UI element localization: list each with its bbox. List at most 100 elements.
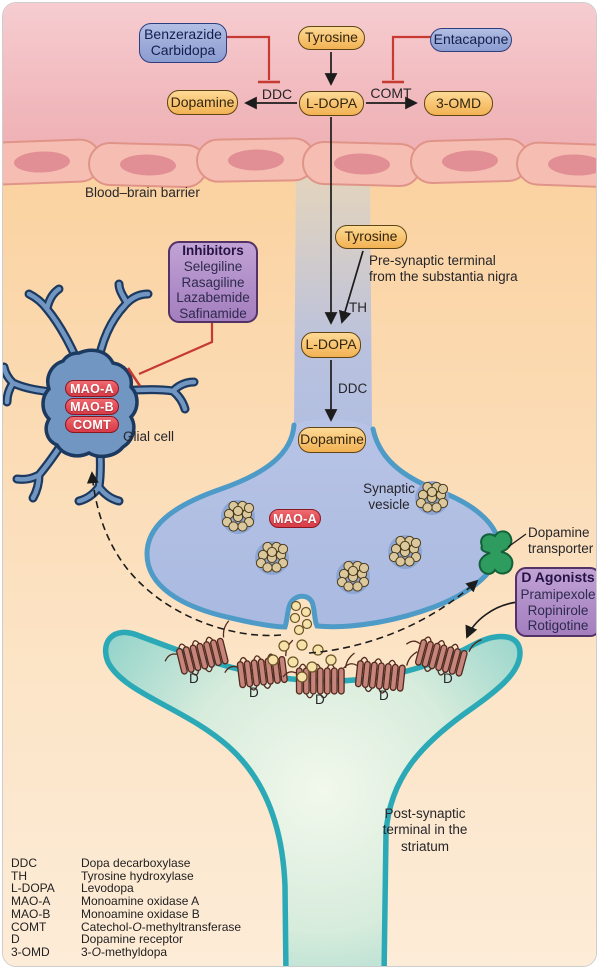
dopamine-transporter-icon bbox=[478, 530, 514, 575]
comt-enzyme-label-blood: COMT bbox=[370, 85, 412, 101]
postsynaptic-caption: Post-synaptic terminal in the striatum bbox=[367, 806, 483, 855]
legend-abbr: MAO-A bbox=[11, 894, 51, 909]
dopamine-transporter-label: Dopamine transporter bbox=[528, 525, 593, 558]
agonist-item: Ropinirole bbox=[527, 602, 589, 618]
diagram-artwork bbox=[3, 35, 596, 966]
legend-def: Dopa decarboxylase bbox=[81, 856, 191, 870]
pill-mao-a-terminal: MAO-A bbox=[269, 509, 321, 528]
box-tyrosine-blood: Tyrosine bbox=[298, 26, 365, 50]
inhibition-line-entacapone-comt bbox=[391, 35, 431, 80]
diagram-canvas: Benzerazide Carbidopa Tyrosine Entacapon… bbox=[3, 3, 596, 966]
box-inhibitors: Inhibitors Selegiline Rasagiline Lazabem… bbox=[168, 241, 258, 323]
box-3omd: 3-OMD bbox=[424, 91, 493, 116]
dashed-path-to-transporter bbox=[308, 579, 479, 654]
legend-def: Levodopa bbox=[81, 881, 134, 896]
dopamine-blood-label: Dopamine bbox=[170, 93, 235, 110]
box-ldopa-terminal: L-DOPA bbox=[301, 332, 361, 358]
synaptic-vesicle bbox=[254, 540, 290, 576]
box-tyrosine-terminal: Tyrosine bbox=[335, 225, 407, 249]
legend-row: TH Tyrosine hydroxylase bbox=[11, 868, 241, 883]
presynaptic-caption: Pre-synaptic terminal from the substanti… bbox=[369, 253, 518, 286]
legend-row: L-DOPA Levodopa bbox=[11, 882, 241, 895]
legend-row: MAO-B Monoamine oxidase B bbox=[11, 907, 241, 921]
ldopa-terminal-label: L-DOPA bbox=[305, 336, 357, 353]
inhibition-lines bbox=[126, 35, 431, 387]
d-receptor-label: D bbox=[189, 671, 199, 686]
presynaptic-caption-line1: Pre-synaptic terminal bbox=[369, 253, 496, 268]
d-receptor-label: D bbox=[249, 685, 259, 700]
box-benzerazide-carbidopa: Benzerazide Carbidopa bbox=[139, 23, 227, 63]
legend-abbr: DDC bbox=[11, 856, 37, 870]
legend-row: D Dopamine receptor bbox=[11, 933, 241, 946]
box-dopamine-terminal: Dopamine bbox=[298, 427, 366, 453]
th-enzyme-label: TH bbox=[349, 300, 367, 315]
postsynaptic-caption-line3: striatum bbox=[400, 838, 449, 854]
transporter-leader-line bbox=[507, 533, 527, 548]
inhibitor-item: Rasagiline bbox=[181, 274, 245, 290]
transporter-label-line1: Dopamine bbox=[528, 525, 590, 540]
dopamine-terminal-label: Dopamine bbox=[300, 431, 364, 448]
synaptic-vesicle bbox=[220, 499, 256, 535]
inhibitor-item: Lazabemide bbox=[176, 290, 250, 306]
legend-def: Tyrosine hydroxylase bbox=[81, 868, 194, 883]
synaptic-vesicle bbox=[387, 534, 423, 570]
transporter-label-line2: transporter bbox=[528, 541, 594, 557]
legend-abbr: TH bbox=[11, 868, 27, 883]
omd-label: 3-OMD bbox=[435, 94, 482, 111]
pill-mao-b: MAO-B bbox=[65, 398, 119, 415]
synaptic-vesicle-label: Synaptic vesicle bbox=[357, 481, 421, 514]
carbidopa-label: Carbidopa bbox=[150, 42, 216, 58]
blood-brain-barrier-label: Blood–brain barrier bbox=[85, 185, 200, 200]
box-ldopa-blood: L-DOPA bbox=[299, 91, 364, 116]
vesicle-label-line1: Synaptic bbox=[363, 481, 415, 496]
legend-row: DDC Dopa decarboxylase bbox=[11, 857, 241, 870]
agonist-item: Rotigotine bbox=[527, 618, 589, 634]
benzerazide-label: Benzerazide bbox=[144, 26, 222, 43]
synaptic-vesicle bbox=[335, 559, 371, 595]
legend-row: MAO-A Monoamine oxidase A bbox=[11, 895, 241, 908]
pathway-arrows bbox=[244, 52, 527, 639]
blood-brain-barrier-cells bbox=[3, 137, 596, 189]
inhibition-tbar-glial bbox=[126, 367, 142, 387]
presynaptic-caption-line2: from the substantia nigra bbox=[369, 269, 518, 285]
arrow-agonists-to-receptor bbox=[465, 601, 519, 639]
d-receptor-label: D bbox=[379, 688, 389, 703]
legend-def: Monoamine oxidase A bbox=[81, 894, 200, 909]
inhibition-line-inhibitors-glial bbox=[138, 322, 214, 376]
legend-abbr: D bbox=[11, 932, 20, 947]
released-dopamine-dots bbox=[267, 600, 337, 683]
inhibition-line-carbidopa-ddc bbox=[227, 35, 271, 80]
legend-abbr: 3-OMD bbox=[11, 944, 50, 959]
postsynaptic-terminal-shape bbox=[105, 632, 520, 966]
box-dopamine-blood: Dopamine bbox=[167, 90, 238, 115]
vesicle-label-line2: vesicle bbox=[368, 497, 410, 513]
dashed-dopamine-paths bbox=[86, 471, 479, 654]
ddc-enzyme-label-blood: DDC bbox=[261, 86, 293, 102]
tyrosine-blood-label: Tyrosine bbox=[305, 29, 358, 46]
abbreviation-legend: DDC Dopa decarboxylase TH Tyrosine hydro… bbox=[11, 857, 241, 959]
d-receptor-label: D bbox=[315, 692, 325, 707]
legend-row: 3-OMD 3-O-methyldopa bbox=[11, 946, 241, 959]
pill-comt: COMT bbox=[65, 416, 119, 433]
ddc-enzyme-label-terminal: DDC bbox=[338, 381, 368, 396]
legend-row: COMT Catechol-O-methyltransferase bbox=[11, 919, 242, 934]
box-entacapone: Entacapone bbox=[430, 28, 512, 52]
diagram-panel: Benzerazide Carbidopa Tyrosine Entacapon… bbox=[2, 2, 597, 967]
dashed-path-to-glial-cell bbox=[86, 471, 282, 637]
box-d-agonists: D Agonists Pramipexole Ropinirole Rotigo… bbox=[515, 567, 596, 637]
inhibitor-item: Safinamide bbox=[179, 305, 247, 321]
legend-def: Dopamine receptor bbox=[81, 932, 184, 947]
pill-mao-a: MAO-A bbox=[65, 380, 119, 397]
entacapone-label: Entacapone bbox=[433, 31, 509, 48]
presynaptic-terminal-shape bbox=[147, 419, 500, 627]
agonist-item: Pramipexole bbox=[520, 587, 596, 603]
inhibitors-title: Inhibitors bbox=[182, 243, 244, 259]
d-receptor-label: D bbox=[443, 671, 453, 686]
postsynaptic-caption-line2: terminal in the bbox=[382, 822, 468, 838]
legend-def: Catechol-O-methyltransferase bbox=[81, 919, 242, 934]
ldopa-blood-label: L-DOPA bbox=[305, 94, 358, 111]
legend-abbr: L-DOPA bbox=[11, 881, 55, 896]
legend-abbr: COMT bbox=[11, 919, 47, 934]
glial-cell-label: Glial cell bbox=[123, 429, 175, 444]
